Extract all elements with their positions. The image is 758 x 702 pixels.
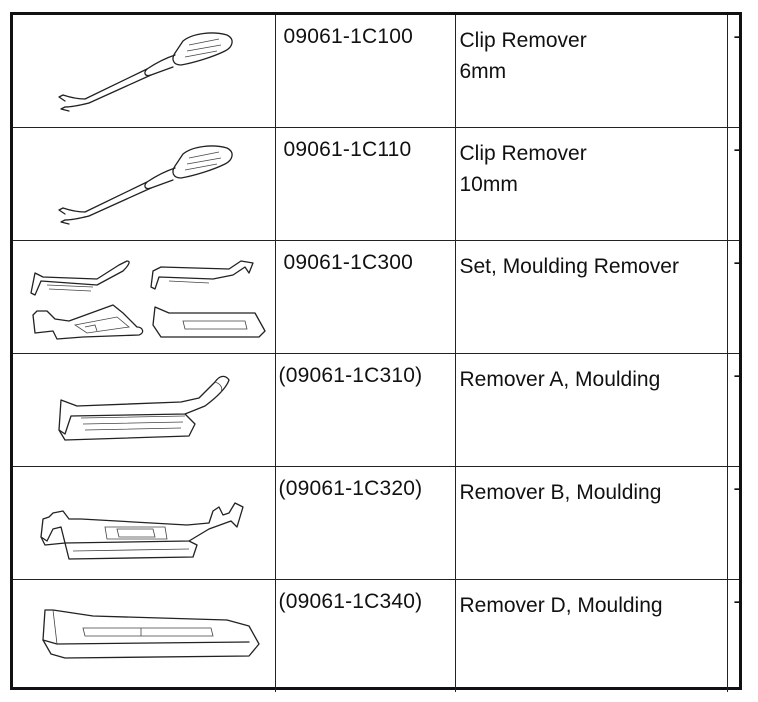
tool-description: Remover D, Moulding — [459, 594, 663, 617]
table-row: (09061-1C340) Remover D, Moulding - — [13, 579, 741, 692]
table-row: 09061-1C100 Clip Remover 6mm - — [13, 15, 741, 128]
tool-description: Set, Moulding Remover — [459, 255, 679, 278]
table-row: (09061-1C310) Remover A, Moulding - — [13, 353, 741, 467]
tool-description: Clip Remover — [459, 142, 587, 165]
moulding-remover-set-icon — [30, 260, 266, 340]
quantity-note: - — [733, 138, 741, 161]
part-number: (09061-1C340) — [278, 590, 423, 613]
quantity-note: - — [733, 25, 741, 48]
moulding-remover-a-icon — [58, 375, 230, 441]
moulding-remover-b-icon — [40, 502, 244, 560]
clip-remover-6mm-icon — [58, 32, 233, 112]
quantity-note: - — [733, 477, 741, 500]
tool-size: 6mm — [459, 60, 507, 83]
quantity-note: - — [733, 590, 741, 613]
tool-description: Remover B, Moulding — [459, 481, 662, 504]
clip-remover-10mm-icon — [58, 145, 233, 225]
part-number: 09061-1C110 — [283, 138, 412, 161]
part-number: 09061-1C100 — [283, 25, 413, 48]
part-number: (09061-1C310) — [278, 364, 423, 387]
table-row: (09061-1C320) Remover B, Moulding - — [13, 466, 741, 580]
table-row: 09061-1C110 Clip Remover 10mm - — [13, 127, 741, 241]
part-number: (09061-1C320) — [278, 477, 423, 500]
tool-size: 10mm — [459, 173, 518, 196]
part-number: 09061-1C300 — [283, 251, 413, 274]
table-row: 09061-1C300 Set, Moulding Remover - — [13, 240, 741, 354]
quantity-note: - — [733, 251, 741, 274]
moulding-remover-d-icon — [42, 609, 260, 659]
special-tools-table-frame: 09061-1C100 Clip Remover 6mm - 09061-1C11… — [10, 12, 742, 692]
special-tools-table: 09061-1C100 Clip Remover 6mm - 09061-1C11… — [13, 15, 741, 692]
quantity-note: - — [733, 364, 741, 387]
tool-description: Clip Remover — [459, 29, 587, 52]
tool-description: Remover A, Moulding — [459, 368, 661, 391]
